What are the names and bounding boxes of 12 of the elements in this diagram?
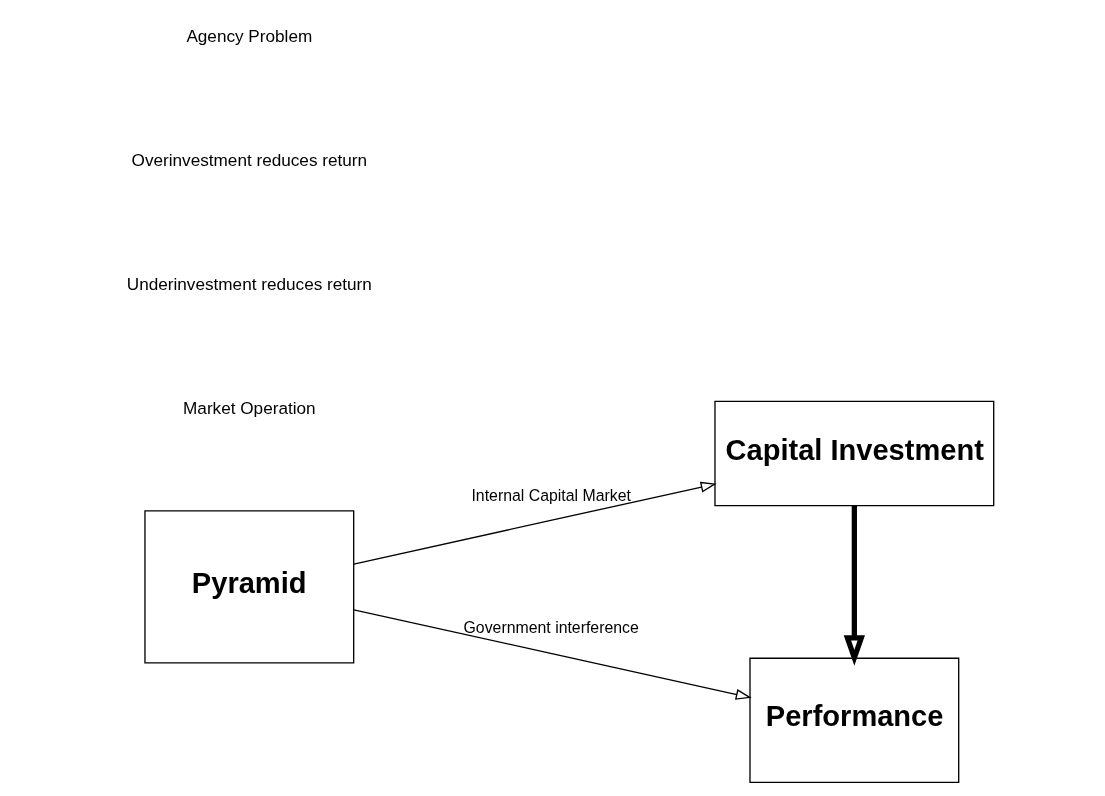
label: Overinvestment reduces return: [131, 150, 368, 171]
label: Market Operation: [183, 398, 316, 419]
label: Underinvestment reduces return: [126, 274, 372, 295]
node-box: Performance: [749, 657, 960, 784]
label: Agency Problem: [186, 25, 313, 46]
node-box: Capital Investment: [714, 400, 995, 507]
node-box: Pyramid: [144, 510, 355, 664]
edge-label: Internal Capital Market: [471, 486, 631, 504]
arrow: [353, 481, 717, 565]
arrow: [353, 609, 752, 700]
edge-label: Government interference: [463, 618, 639, 636]
arrow: [843, 505, 865, 666]
